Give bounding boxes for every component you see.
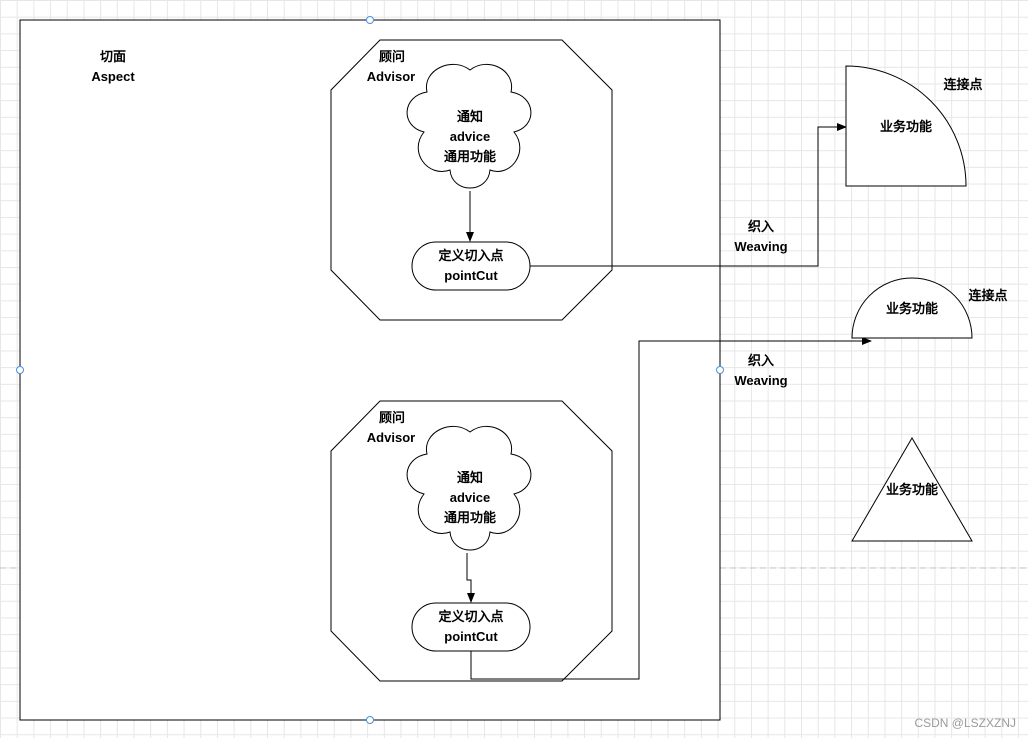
pointcut-line: pointCut — [444, 268, 498, 283]
aspect-subtitle: Aspect — [91, 69, 135, 84]
advisor-subtitle: Advisor — [366, 69, 416, 84]
weaving-connector-1 — [530, 123, 847, 267]
business-triangle-shape[interactable] — [851, 437, 973, 542]
weaving-cn: 织入 — [747, 353, 774, 368]
weaving-connector-2 — [470, 337, 872, 680]
advice-line: 通用功能 — [443, 149, 496, 164]
advice-line: 通用功能 — [443, 510, 496, 525]
business-quarter-shape[interactable] — [845, 65, 967, 187]
weaving-label-1: 织入 Weaving — [725, 217, 797, 257]
weaving-en: Weaving — [734, 239, 788, 254]
watermark: CSDN @LSZXZNJ — [914, 716, 1016, 730]
advisor-title: 顾问 — [379, 410, 406, 425]
business-semicircle-shape[interactable] — [851, 277, 973, 339]
pointcut-label-1: 定义切入点 pointCut — [412, 246, 530, 286]
business-label-3: 业务功能 — [885, 482, 938, 497]
advice-cloud-1[interactable] — [406, 64, 532, 189]
resize-handle-right[interactable] — [716, 366, 724, 374]
advisor-label-1: 顾问 Advisor — [355, 47, 427, 87]
advice-line: 通知 — [456, 109, 483, 124]
pointcut-line: pointCut — [444, 629, 498, 644]
advice-to-pointcut-arrow-2 — [466, 553, 475, 603]
advice-line: advice — [449, 129, 491, 144]
pointcut-line: 定义切入点 — [438, 609, 504, 624]
resize-handle-bottom[interactable] — [366, 716, 374, 724]
advisor-title: 顾问 — [379, 49, 406, 64]
advice-label-1: 通知 advice 通用功能 — [420, 107, 520, 167]
weaving-label-2: 织入 Weaving — [725, 351, 797, 391]
weaving-cn: 织入 — [747, 219, 774, 234]
aspect-title: 切面 — [99, 49, 126, 64]
business-label-2: 业务功能 — [885, 301, 938, 316]
advice-line: advice — [449, 490, 491, 505]
resize-handle-left[interactable] — [16, 366, 24, 374]
weaving-en: Weaving — [734, 373, 788, 388]
advice-label-2: 通知 advice 通用功能 — [420, 468, 520, 528]
pointcut-line: 定义切入点 — [438, 248, 504, 263]
advice-cloud-2[interactable] — [406, 426, 532, 551]
aspect-label: 切面 Aspect — [82, 47, 144, 87]
joinpoint-label-1: 连接点 — [943, 77, 983, 92]
joinpoint-label-2: 连接点 — [968, 288, 1008, 303]
pointcut-label-2: 定义切入点 pointCut — [412, 607, 530, 647]
business-label-1: 业务功能 — [879, 119, 932, 134]
resize-handle-top[interactable] — [366, 16, 374, 24]
advisor-label-2: 顾问 Advisor — [355, 408, 427, 448]
advice-line: 通知 — [456, 470, 483, 485]
advisor-subtitle: Advisor — [366, 430, 416, 445]
